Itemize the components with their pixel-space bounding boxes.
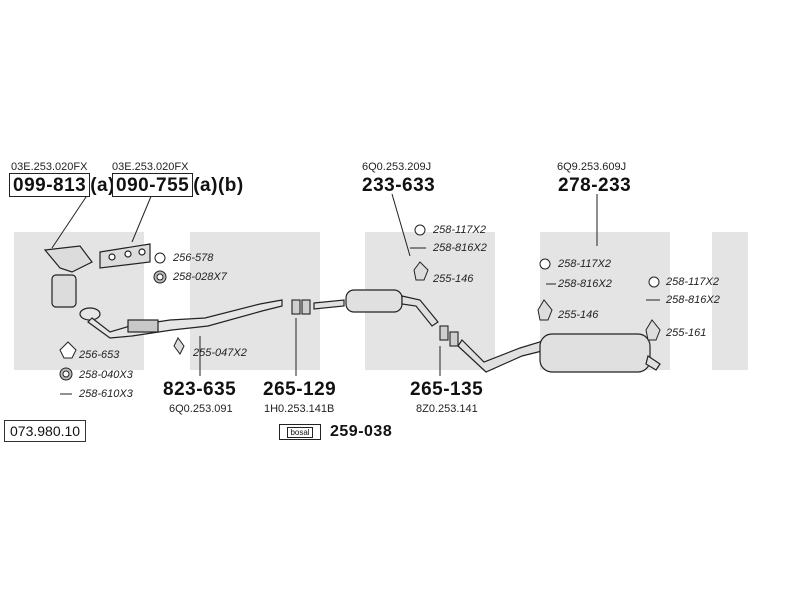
- small-part-12: 255-146: [558, 309, 599, 321]
- rear-muffler: [457, 333, 661, 373]
- catalog-reference: 073.980.10: [4, 420, 87, 442]
- center-resonator: [313, 289, 439, 327]
- small-part-8: 258-816X2: [433, 242, 487, 254]
- oem-number-b: 03E.253.020FX: [112, 161, 189, 173]
- part-number-1-suffix: (a): [90, 175, 115, 196]
- oem-number-a: 03E.253.020FX: [11, 161, 88, 173]
- small-part-4: 258-040X3: [79, 369, 133, 381]
- small-part-3: 256-653: [79, 349, 120, 361]
- part-number-4[interactable]: 278-233: [558, 175, 632, 196]
- leader-lines: [51, 193, 660, 395]
- front-pipe: [79, 299, 283, 339]
- small-part-10: 258-117X2: [558, 258, 612, 270]
- oem-number-d: 6Q9.253.609J: [557, 161, 627, 173]
- part-number-1[interactable]: 099-813(a): [9, 173, 115, 197]
- oem-number-c: 6Q0.253.209J: [362, 161, 432, 173]
- oem-number-f: 1H0.253.141B: [264, 403, 335, 415]
- hardware-icons: [59, 224, 661, 381]
- part-number-3[interactable]: 233-633: [362, 175, 436, 196]
- small-part-11: 258-816X2: [558, 278, 612, 290]
- catalytic-converter-manifold: [43, 243, 151, 308]
- oem-number-g: 8Z0.253.141: [416, 403, 478, 415]
- small-part-6: 255-047X2: [193, 347, 247, 359]
- part-number-2-suffix: (a)(b): [193, 175, 244, 196]
- small-part-1: 256-578: [173, 252, 214, 264]
- small-part-15: 255-161: [666, 327, 707, 339]
- small-part-5: 258-610X3: [79, 388, 133, 400]
- clamps: [291, 299, 459, 347]
- part-number-2[interactable]: 090-755(a)(b): [112, 173, 244, 197]
- part-number-2-value: 090-755: [112, 173, 194, 197]
- part-number-7[interactable]: 265-135: [410, 379, 484, 400]
- small-part-7: 258-117X2: [433, 224, 487, 236]
- bosal-logo-box: bosal: [279, 424, 321, 440]
- small-part-9: 255-146: [433, 273, 474, 285]
- part-number-1-value: 099-813: [9, 173, 91, 197]
- small-part-14: 258-816X2: [666, 294, 720, 306]
- part-number-5[interactable]: 823-635: [163, 379, 237, 400]
- small-part-2: 258-028X7: [173, 271, 227, 283]
- part-number-6[interactable]: 265-129: [263, 379, 337, 400]
- part-number-8[interactable]: 259-038: [330, 423, 393, 440]
- bosal-logo-text: bosal: [287, 427, 313, 438]
- small-part-13: 258-117X2: [666, 276, 720, 288]
- oem-number-e: 6Q0.253.091: [169, 403, 233, 415]
